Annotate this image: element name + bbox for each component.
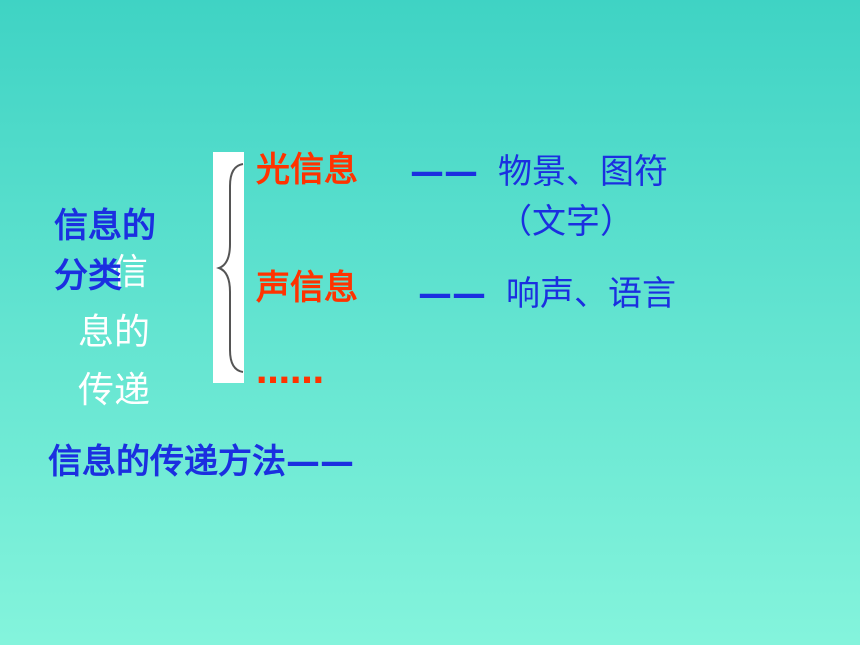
- ghost-text-3: 传递: [78, 370, 151, 411]
- transmission-method-label: 信息的传递方法——: [48, 442, 354, 482]
- sound-description: 响声、语言: [506, 274, 676, 314]
- light-description-line1: 物景、图符: [498, 152, 668, 192]
- sound-dash: ——: [418, 274, 486, 314]
- light-dash: ——: [410, 152, 478, 192]
- sound-info-label: 声信息: [256, 268, 358, 308]
- classification-label-line2: 分类: [54, 256, 122, 296]
- ellipsis-label: ……: [256, 352, 324, 392]
- ghost-text-2: 息的: [78, 312, 151, 353]
- transmission-method-dash: ——: [286, 442, 354, 482]
- transmission-method-text: 信息的传递方法: [48, 442, 286, 482]
- classification-label-line1: 信息的: [54, 206, 156, 246]
- light-info-label: 光信息: [256, 150, 358, 190]
- light-description-line2: （文字）: [498, 202, 634, 242]
- curly-brace-icon: [216, 163, 244, 373]
- ghost-text-1: 信: [112, 252, 149, 293]
